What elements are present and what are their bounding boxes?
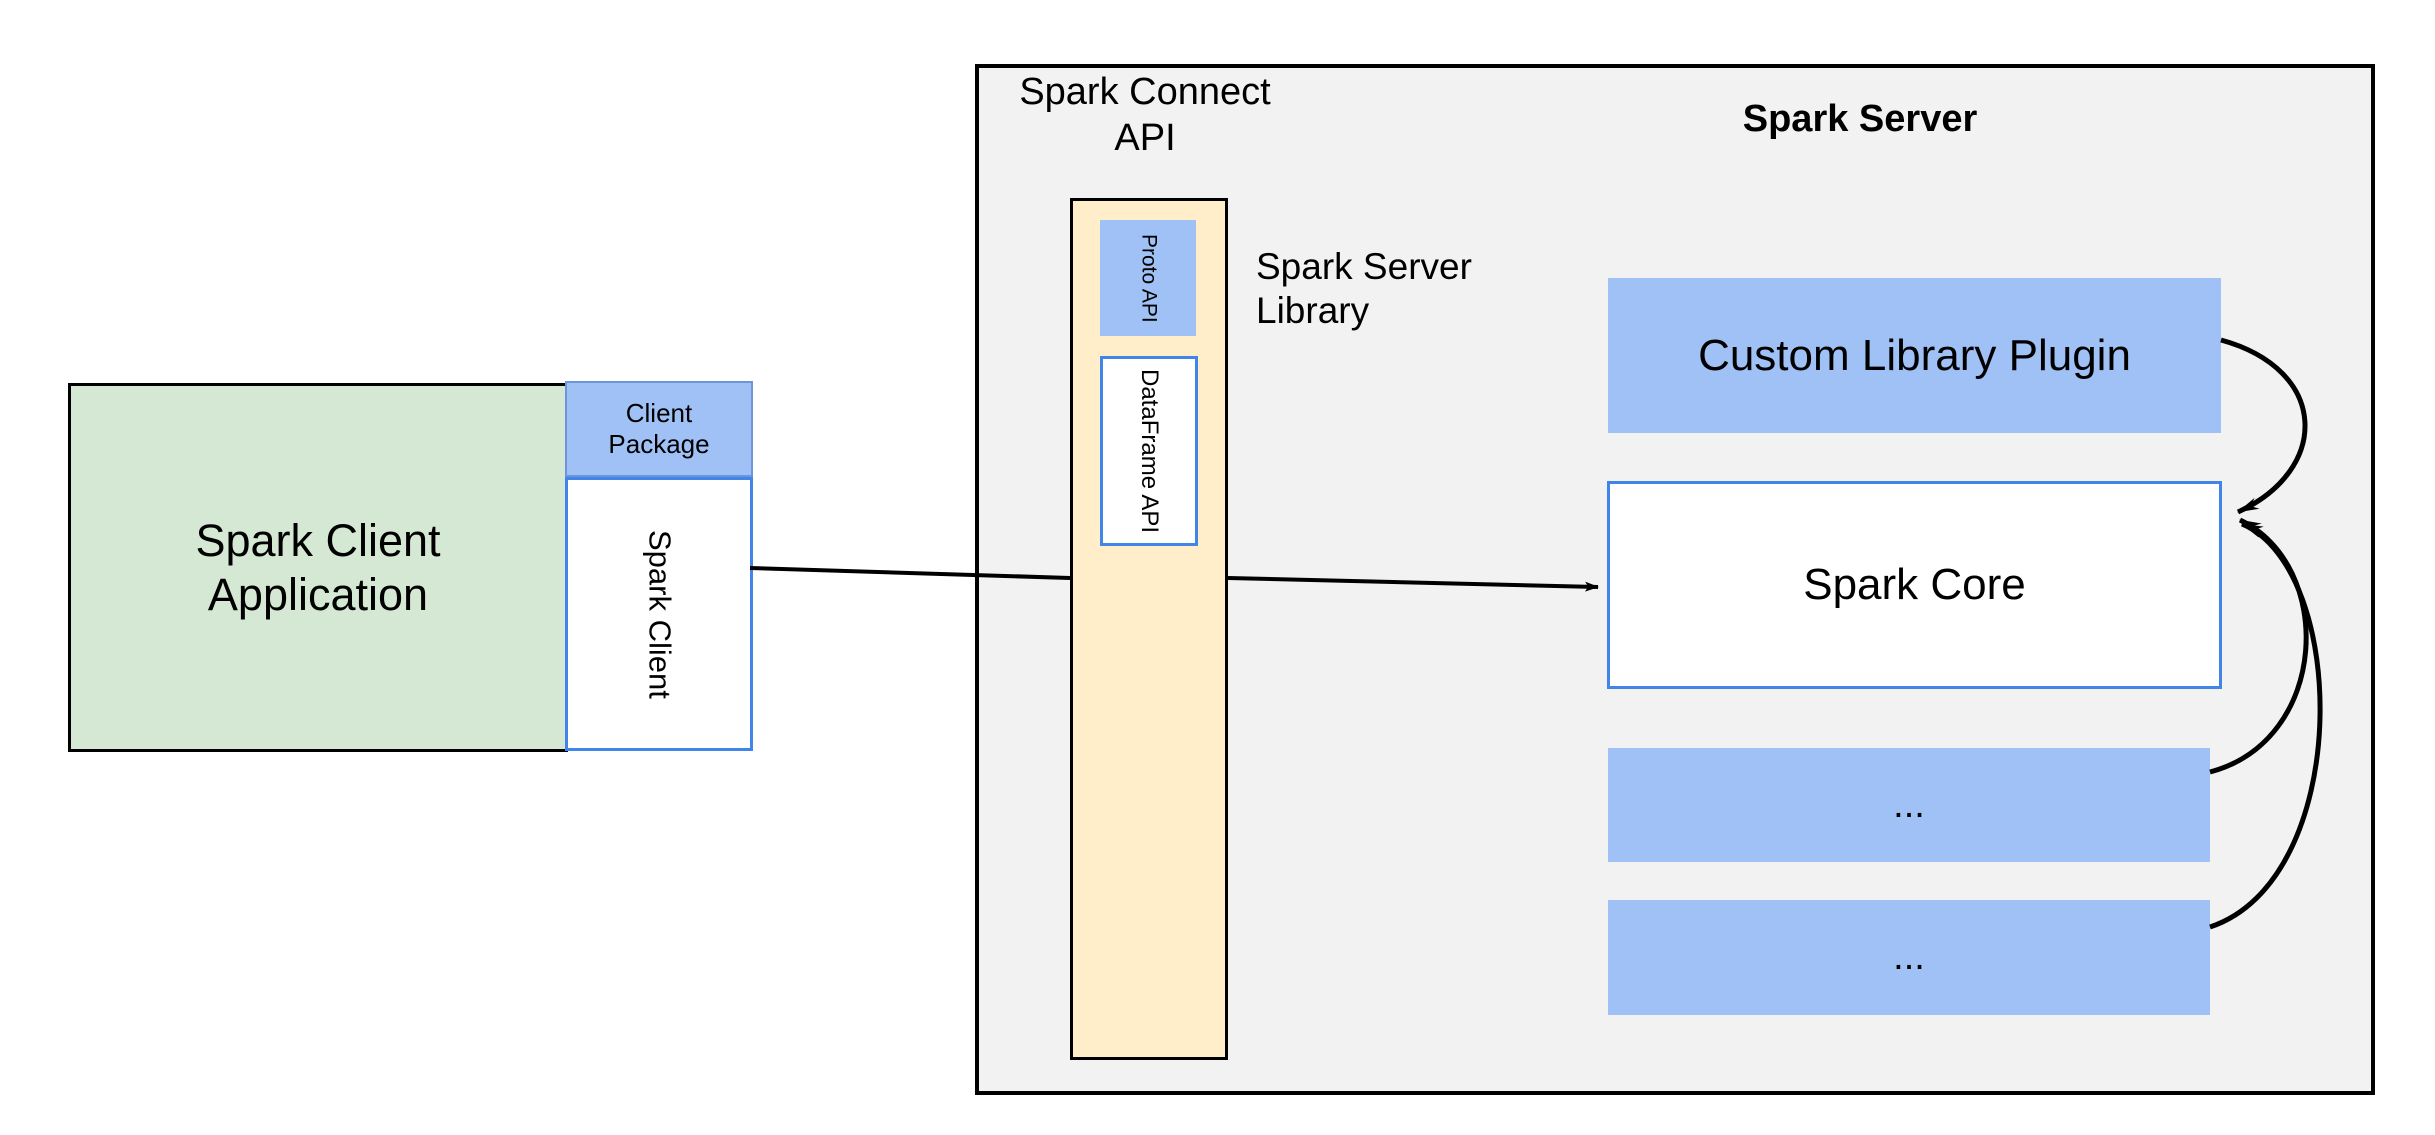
server-component-ellipsis-2[interactable]: ... (1608, 900, 2210, 1015)
spark-server-library-label: Spark Server Library (1256, 246, 1472, 332)
spark-client-box[interactable]: Spark Client (565, 477, 753, 751)
spark-client-application-box[interactable]: Spark Client Application (68, 383, 568, 752)
ellipsis-label-2: ... (1893, 936, 1925, 979)
dataframe-api-box[interactable]: DataFrame API (1100, 356, 1198, 546)
ellipsis-label-1: ... (1893, 783, 1925, 826)
custom-library-plugin-label: Custom Library Plugin (1698, 330, 2131, 380)
spark-connect-api-label: Spark Connect API (1019, 71, 1271, 159)
spark-core-box[interactable]: Spark Core (1607, 481, 2222, 689)
spark-server-title: Spark Server (1742, 98, 1978, 140)
proto-api-label: Proto API (1137, 233, 1161, 323)
custom-library-plugin-box[interactable]: Custom Library Plugin (1608, 278, 2221, 433)
client-package-label: Client Package (608, 398, 710, 459)
spark-client-application-label: Spark Client Application (195, 515, 441, 620)
spark-connect-api-column (1070, 198, 1228, 1060)
proto-api-box[interactable]: Proto API (1100, 220, 1196, 336)
client-package-box[interactable]: Client Package (565, 381, 753, 477)
spark-client-label: Spark Client (642, 529, 678, 699)
spark-core-label: Spark Core (1803, 560, 2026, 610)
dataframe-api-label: DataFrame API (1136, 368, 1164, 534)
server-component-ellipsis-1[interactable]: ... (1608, 748, 2210, 862)
